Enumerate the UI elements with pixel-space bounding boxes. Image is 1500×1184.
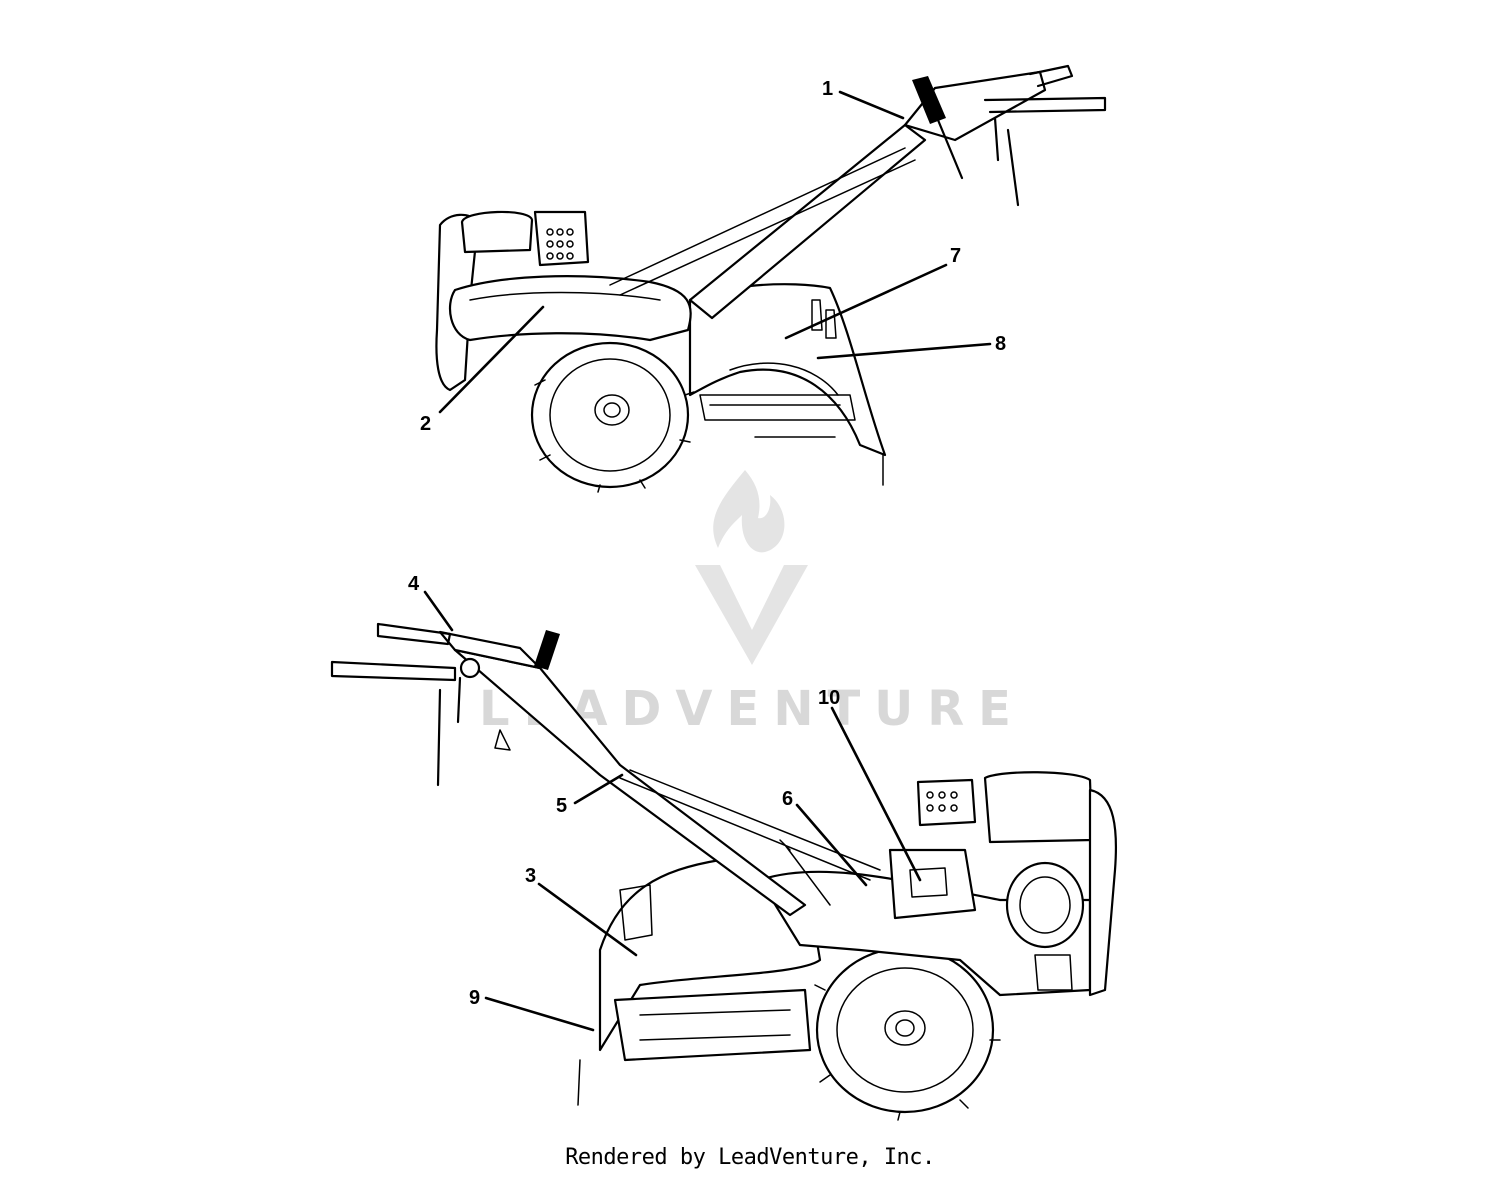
callout-7[interactable]: 7 (950, 245, 961, 267)
callout-4[interactable]: 4 (408, 573, 420, 595)
leader-3 (537, 882, 638, 957)
watermark-flame-logo (695, 470, 808, 665)
leader-1 (838, 90, 905, 120)
callout-1[interactable]: 1 (822, 78, 833, 100)
leader-2 (438, 305, 545, 414)
leader-6 (795, 803, 868, 887)
leader-10 (830, 706, 922, 882)
callout-3[interactable]: 3 (525, 865, 536, 887)
footer-credit: Rendered by LeadVenture, Inc. (565, 1145, 935, 1170)
leader-8 (816, 342, 992, 360)
callout-2[interactable]: 2 (420, 413, 431, 435)
leader-7 (784, 263, 948, 340)
leader-5 (573, 773, 624, 805)
callout-10[interactable]: 10 (818, 687, 840, 709)
callout-8[interactable]: 8 (995, 333, 1006, 355)
callout-9[interactable]: 9 (469, 987, 480, 1009)
leader-9 (484, 996, 595, 1032)
tiller-side-view-bottom (330, 622, 1118, 1121)
callout-6[interactable]: 6 (782, 788, 793, 810)
callout-labels: 1 2 3 4 5 6 7 8 9 10 (408, 78, 1006, 1009)
tiller-side-view-top (435, 64, 1107, 493)
leader-4 (423, 590, 454, 632)
callout-leaders (423, 90, 992, 1032)
callout-5[interactable]: 5 (556, 795, 567, 817)
